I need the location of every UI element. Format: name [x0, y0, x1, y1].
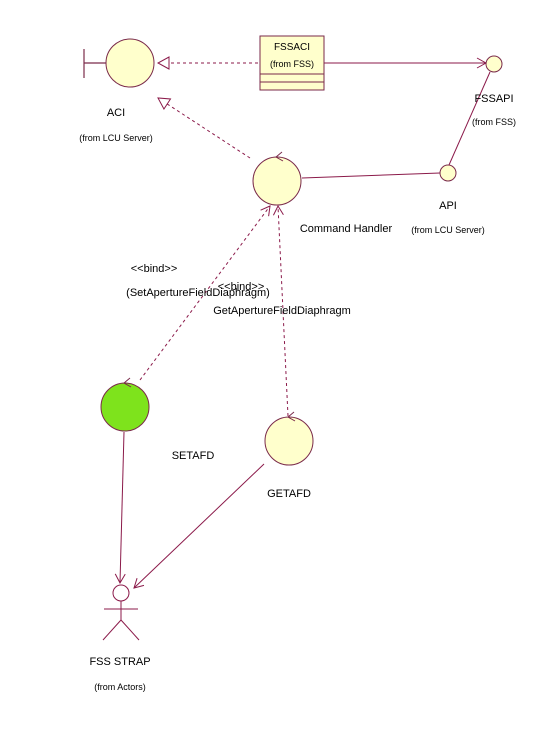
control-arrowhead [287, 411, 296, 422]
bind-setafd-to-command-handler[interactable] [139, 205, 271, 381]
control-arrowhead [123, 377, 132, 388]
api-origin: (from LCU Server) [411, 225, 485, 235]
control-icon [100, 382, 150, 432]
node-setafd[interactable]: SETAFD [100, 377, 215, 462]
association-api-to-fssapi[interactable] [448, 71, 491, 166]
class-box [259, 35, 325, 91]
association-getafd-to-fss-strap[interactable] [133, 463, 265, 589]
bind-get-label: GetApertureFieldDiaphragm [213, 305, 351, 317]
control-icon [264, 416, 314, 466]
boundary-icon [105, 38, 155, 88]
node-fssapi[interactable]: FSSAPI (from FSS) [472, 55, 516, 127]
actor-head [112, 584, 130, 602]
node-aci[interactable]: ACI (from LCU Server) [79, 38, 155, 143]
aci-origin: (from LCU Server) [79, 133, 153, 143]
fssapi-label: FSSAPI [474, 93, 513, 105]
fssaci-origin: (from FSS) [270, 59, 314, 69]
node-fssaci[interactable]: FSSACI (from FSS) [259, 35, 325, 91]
association-setafd-to-fss-strap[interactable] [114, 431, 126, 585]
bind-set-stereotype: <<bind>> [131, 263, 178, 275]
control-arrowhead [275, 151, 284, 162]
fss-strap-origin: (from Actors) [94, 682, 146, 692]
node-command-handler[interactable]: Command Handler [252, 151, 393, 235]
bind-set-label: (SetApertureFieldDiaphragm) [126, 287, 270, 299]
association-command-handler-to-api[interactable] [301, 172, 441, 179]
command-handler-label: Command Handler [300, 223, 393, 235]
fssapi-origin: (from FSS) [472, 117, 516, 127]
fss-strap-label: FSS STRAP [89, 656, 150, 668]
node-fss-strap[interactable]: FSS STRAP (from Actors) [89, 584, 151, 692]
bind-getafd-to-command-handler[interactable] [272, 204, 289, 417]
fssaci-label: FSSACI [274, 42, 310, 53]
aci-label: ACI [107, 107, 125, 119]
node-api[interactable]: API (from LCU Server) [411, 164, 485, 235]
node-getafd[interactable]: GETAFD [264, 411, 314, 500]
realization-command-handler-to-aci[interactable] [157, 97, 251, 159]
actor-right-leg [120, 619, 140, 641]
interface-icon [485, 55, 503, 73]
api-label: API [439, 200, 457, 212]
control-icon [252, 156, 302, 206]
bind-get-stereotype: <<bind>> [218, 281, 265, 293]
interface-icon [439, 164, 457, 182]
getafd-label: GETAFD [267, 488, 311, 500]
setafd-label: SETAFD [172, 450, 215, 462]
actor-left-leg [102, 619, 122, 641]
